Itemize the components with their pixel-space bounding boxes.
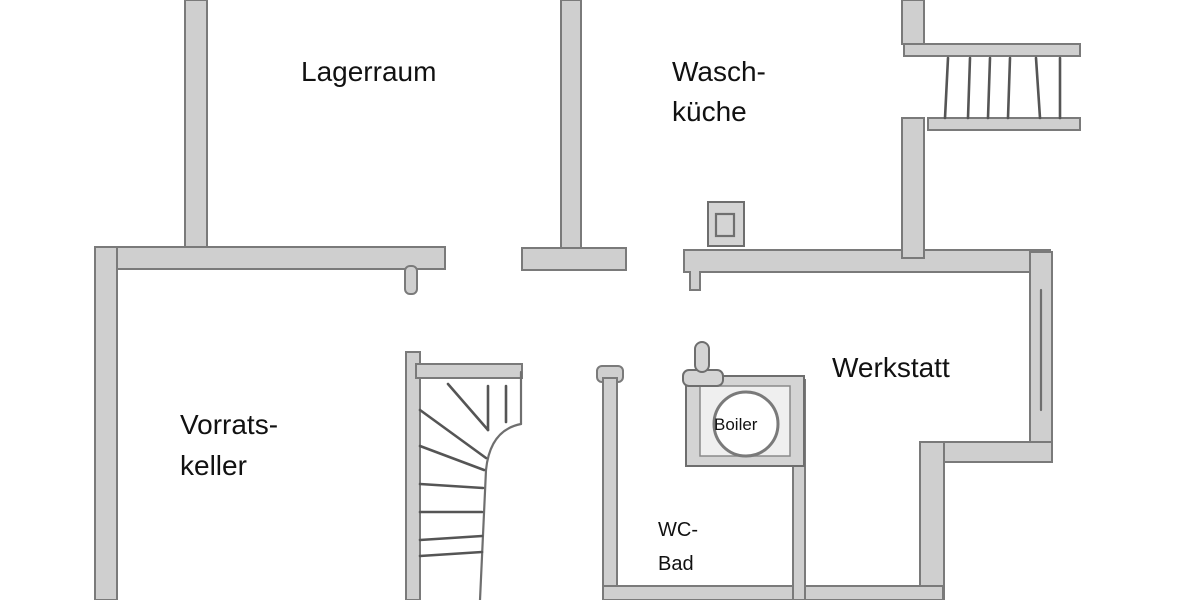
stair-rail-bottom	[927, 117, 1081, 131]
stair-wall-left	[405, 351, 421, 600]
boiler-circle-icon	[712, 390, 780, 458]
room-label-vorratskeller-line1: Vorrats-	[180, 409, 279, 440]
wall-wc-left	[602, 377, 618, 600]
wall-middle-tee	[521, 247, 627, 271]
chimney-flue	[714, 212, 736, 238]
room-label-lagerraum: Lagerraum	[301, 56, 437, 87]
wall-middle-top	[560, 0, 582, 257]
stair-rail-top	[903, 43, 1081, 57]
wall-lagerraum-bottom	[94, 246, 446, 270]
wall-werkstatt-lower	[919, 441, 945, 600]
wall-right-mid	[901, 117, 925, 259]
wall-wc-bottom	[602, 585, 944, 600]
room-label-wc-line2: Bad	[658, 553, 694, 575]
boiler-flue	[694, 341, 710, 373]
wall-stub	[404, 265, 418, 295]
wall-waschkueche-bottom	[683, 249, 1051, 291]
room-label-werkstatt: Werkstatt	[832, 352, 950, 383]
straight-staircase-icon	[903, 43, 1081, 131]
boiler-label: Boiler	[714, 415, 758, 434]
wall-lagerraum-left	[184, 0, 208, 261]
wall-right-top	[901, 0, 925, 45]
wall-outer-left	[94, 246, 118, 600]
room-label-waschkueche-line2: küche	[672, 96, 747, 127]
winding-staircase-icon	[405, 351, 523, 600]
chimney-icon	[707, 201, 745, 247]
room-label-wc-line1: WC-	[658, 519, 698, 541]
room-label-waschkueche-line1: Wasch-	[672, 56, 766, 87]
stair-wall-top	[415, 363, 523, 379]
room-label-vorratskeller-line2: keller	[180, 450, 247, 481]
